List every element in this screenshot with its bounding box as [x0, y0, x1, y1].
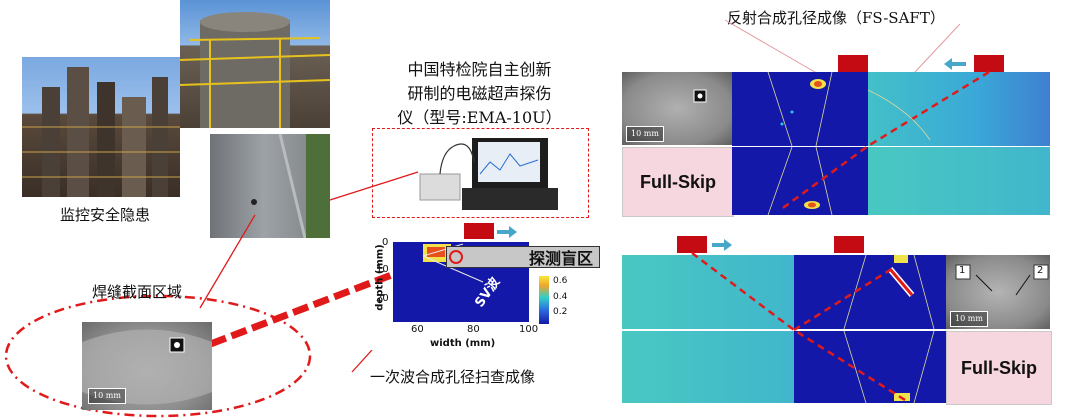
pipe-to-device-line [329, 171, 419, 201]
y-tick-20: 20 [376, 293, 389, 304]
crack-label-2: 2 [1037, 265, 1044, 276]
pipe-photo [210, 134, 330, 238]
device-caption: 中国特检院自主创新 研制的电磁超声探伤 仪（型号:EMA-10U） [372, 58, 587, 130]
fs-saft-bscan-top [732, 72, 868, 146]
wave-region-bottom [622, 255, 794, 329]
plant-photo-top [180, 0, 330, 128]
full-skip-label-top: Full-Skip [622, 147, 734, 217]
device-caption-line-2: 研制的电磁超声探伤 [407, 84, 552, 103]
y-tick-10: 10 [376, 264, 389, 275]
colorbar-tick-0-2: 0.2 [553, 307, 568, 317]
blind-zone-label: 探测盲区 [528, 249, 593, 268]
arrow-right-icon-2 [712, 239, 732, 251]
pipe-wall-graphic [251, 134, 330, 238]
blind-zone-box: 探测盲区 [446, 246, 600, 268]
red-circle-marker [449, 250, 463, 264]
right-weld-photo-bottom: 1 2 10 mm [946, 255, 1050, 329]
weld-region-ellipse [4, 294, 312, 418]
bscan-top-graphic [767, 72, 833, 146]
x-tick-60: 60 [411, 324, 424, 335]
caption-pointer [351, 350, 373, 373]
right-weld-photo-top: 10 mm [622, 72, 732, 145]
bscan-top2-graphic [767, 147, 833, 215]
ema-device-graphic [419, 138, 558, 210]
probe-bottom-mid [834, 236, 864, 253]
probe-bottom-left [677, 236, 707, 253]
colorbar-tick-0-4: 0.4 [553, 292, 568, 302]
weld-section-photo: 10 mm [82, 322, 212, 410]
probe-top-right [974, 55, 1004, 72]
weld-scale-bar: 10 mm [88, 388, 126, 404]
x-tick-100: 100 [519, 324, 539, 335]
device-caption-line-1: 中国特检院自主创新 [407, 60, 552, 79]
tank-graphic [180, 12, 330, 128]
plant-photo-left [22, 57, 180, 197]
right-scale-bar-bottom: 10 mm [950, 311, 988, 327]
arrow-right-icon [497, 226, 517, 238]
weld-caption: 焊缝截面区域 [92, 283, 183, 301]
right-scale-bar-top: 10 mm [626, 126, 664, 142]
weld-bead-graphic [82, 329, 212, 405]
probe-top-left [838, 55, 868, 72]
x-axis-label: width (mm) [430, 338, 496, 349]
y-tick-0: 0 [382, 237, 389, 248]
fs-saft-bscan-bottom-2 [794, 331, 946, 403]
bscan-bottom-graphic [843, 255, 935, 329]
x-tick-80: 80 [467, 324, 480, 335]
device-frame [372, 128, 589, 218]
device-caption-line-3: 仪（型号:EMA-10U） [397, 108, 562, 127]
colorbar-tick-0-6: 0.6 [553, 276, 568, 286]
full-skip-label-bottom: Full-Skip [946, 331, 1052, 405]
arrow-left-icon [944, 58, 966, 70]
probe-top-middle [464, 223, 494, 239]
fs-saft-title: 反射合成孔径成像（FS-SAFT） [727, 9, 945, 27]
wave-region-top [868, 72, 1050, 146]
plant-structure-graphic [22, 67, 180, 197]
fs-saft-bscan-top-2 [732, 147, 868, 215]
scan-caption: 一次波合成孔径扫查成像 [370, 368, 536, 386]
wave-region-top-2 [868, 147, 1050, 215]
colorbar [539, 276, 549, 324]
crack-label-1: 1 [959, 265, 966, 276]
fs-saft-bscan-bottom [794, 255, 946, 329]
wave-region-bottom-2 [622, 331, 794, 403]
monitor-caption: 监控安全隐患 [60, 206, 151, 224]
pipe-to-weld-line [199, 214, 256, 309]
